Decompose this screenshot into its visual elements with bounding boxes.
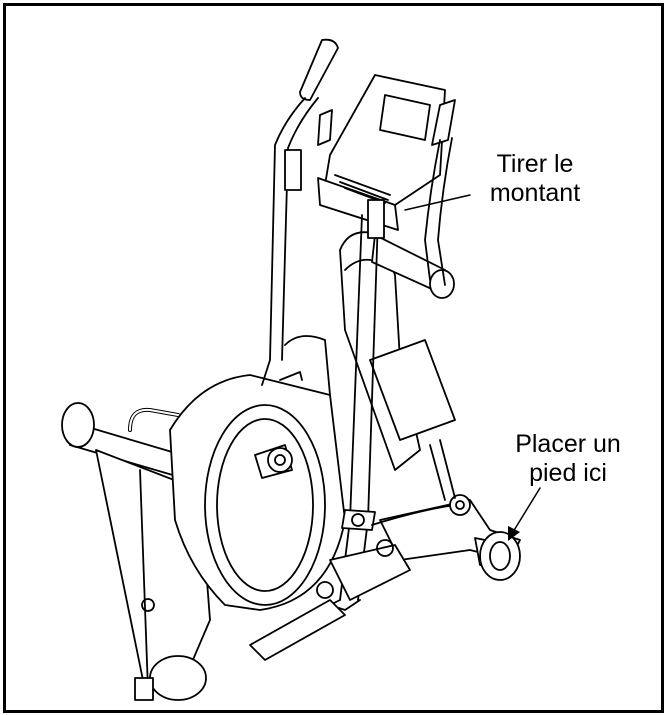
- place-foot-label-line2: pied ici: [529, 459, 607, 487]
- pull-upright-label: Tirer le montant: [470, 150, 600, 208]
- center-frame: [339, 231, 456, 471]
- place-foot-label: Placer un pied ici: [488, 430, 648, 488]
- pull-upright-label-line1: Tirer le: [496, 150, 574, 178]
- flywheel-housing: [169, 335, 346, 611]
- right-upper-arm: [424, 99, 456, 286]
- place-foot-label-line1: Placer un: [515, 430, 621, 458]
- foot-arrow: [508, 487, 541, 541]
- console: [317, 74, 446, 231]
- figure-frame: [3, 3, 664, 713]
- pull-upright-label-line2: montant: [489, 179, 581, 207]
- left-upper-arm: [261, 38, 339, 386]
- pull-leader-line: [404, 194, 471, 211]
- rear-foot: [474, 531, 521, 581]
